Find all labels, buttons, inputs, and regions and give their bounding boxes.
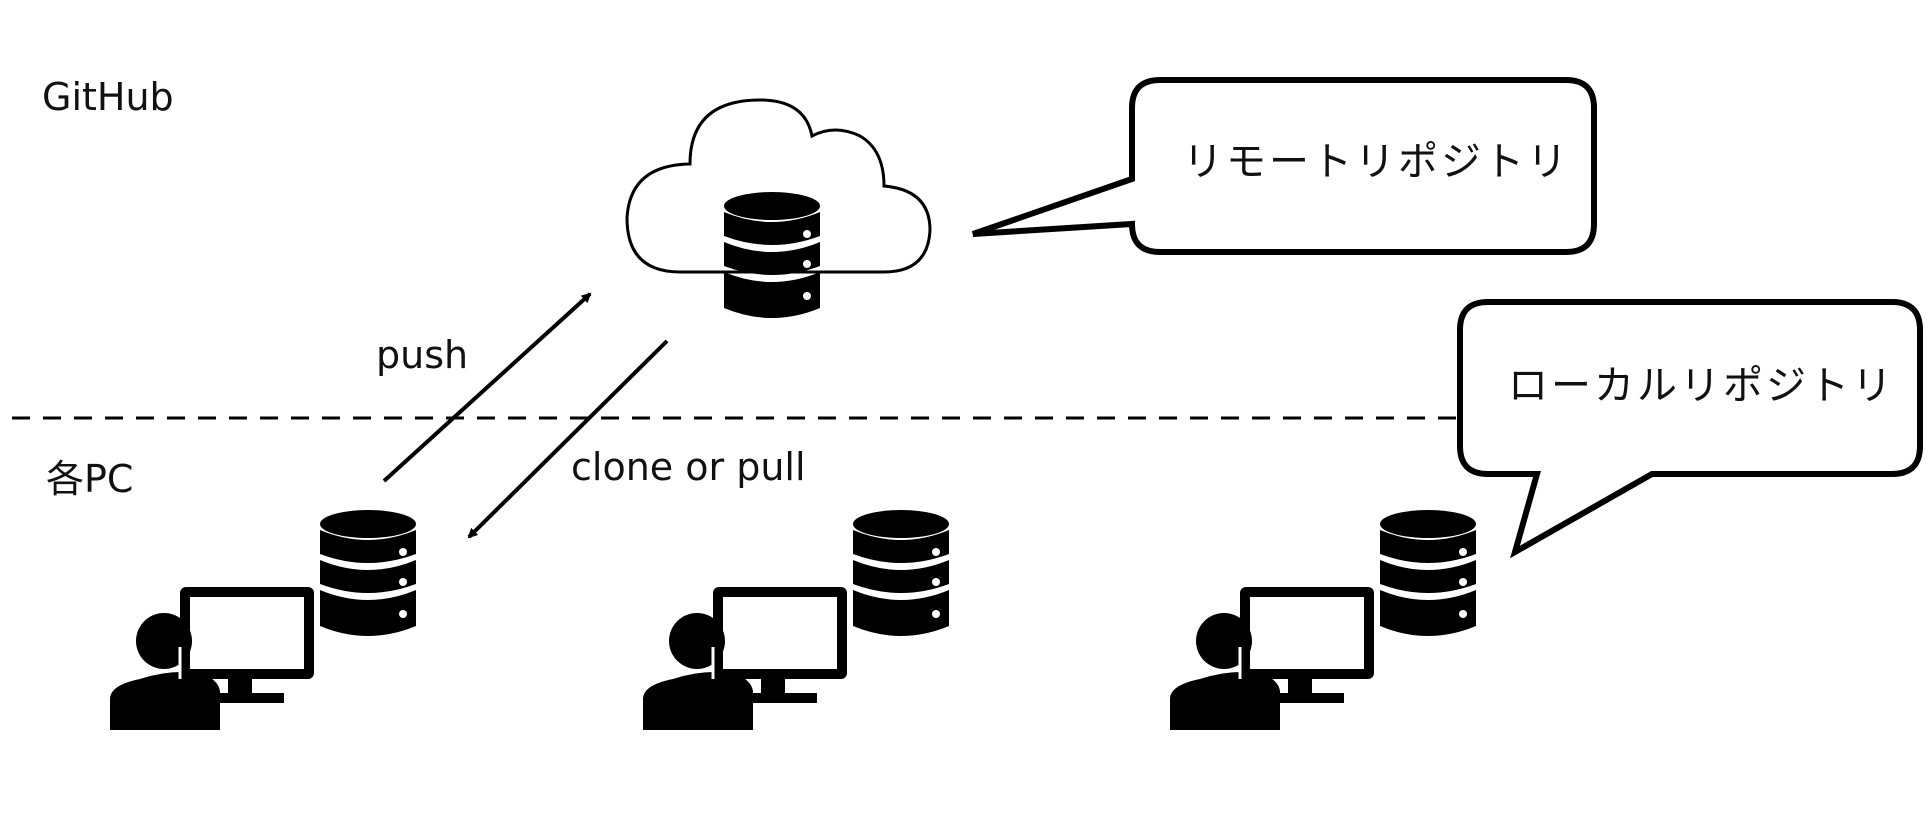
pc-3-local-repository-database-icon[interactable]: [1380, 510, 1476, 636]
push-arrow: [382, 292, 592, 483]
pc-2-local-repository-database-icon[interactable]: [853, 510, 949, 636]
remote-repository-database-icon[interactable]: [724, 192, 820, 318]
clone-pull-label: clone or pull: [571, 445, 806, 489]
local-repository-callout: [1457, 299, 1923, 559]
pc-1-local-repository-database-icon[interactable]: [320, 510, 416, 636]
clone-pull-arrow: [467, 339, 669, 539]
pc-3: [1168, 510, 1476, 732]
pc-1: [108, 510, 416, 732]
pc-2: [641, 510, 949, 732]
user-at-computer-icon: [108, 585, 316, 732]
cloud-icon: [625, 98, 932, 274]
remote-repository-callout: [972, 77, 1597, 255]
user-at-computer-icon: [641, 585, 849, 732]
user-at-computer-icon: [1168, 585, 1376, 732]
zone-label-github: GitHub: [42, 75, 174, 119]
push-label: push: [376, 333, 469, 377]
local-repository-label: ローカルリポジトリ: [1508, 363, 1895, 409]
zone-label-each-pc: 各PC: [46, 457, 134, 501]
remote-repository-label: リモートリポジトリ: [1183, 139, 1570, 185]
